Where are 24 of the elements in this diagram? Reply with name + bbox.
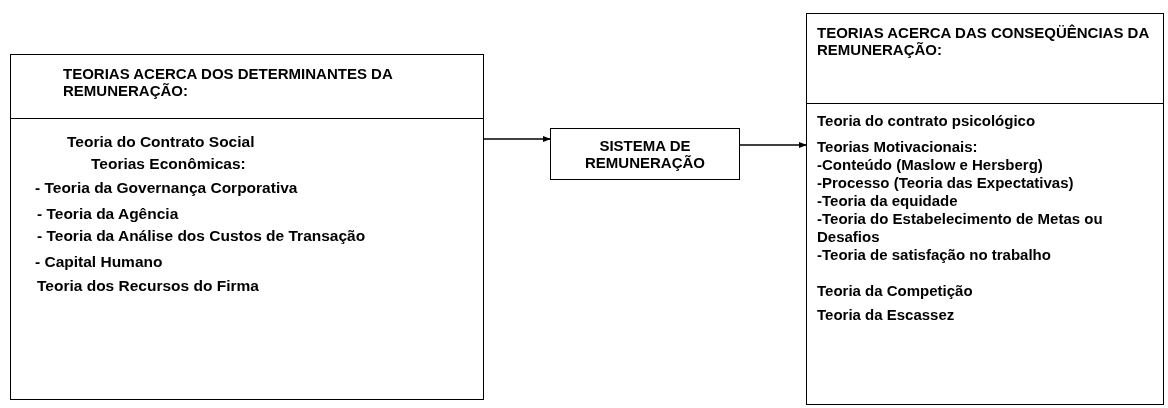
panel-heading: TEORIAS ACERCA DAS CONSEQÜÊNCIAS DA REMUNERAÇÃO:: [807, 14, 1163, 104]
theory-item: -Teoria de satisfação no trabalho: [817, 246, 1051, 264]
theory-item: Teoria do Contrato Social: [67, 133, 255, 151]
theory-item: -Teoria da equidade: [817, 192, 958, 210]
theory-panel: [806, 13, 1164, 405]
theory-item: - Capital Humano: [35, 253, 163, 271]
theory-item: -Conteúdo (Maslow e Hersberg): [817, 156, 1043, 174]
panel-heading: TEORIAS ACERCA DOS DETERMINANTES DA REMUNERAÇÃO:: [11, 55, 483, 119]
theory-item: - Teoria da Agência: [37, 205, 179, 223]
arrow: [483, 135, 551, 143]
theory-item: Teoria do contrato psicológico: [817, 112, 1036, 130]
theory-panel: [10, 54, 484, 400]
theory-item: - Teoria da Governança Corporativa: [35, 179, 298, 197]
theory-item: -Processo (Teoria das Expectativas): [817, 174, 1074, 192]
theory-item: -Teoria do Estabelecimento de Metas ou Desafios: [817, 210, 1104, 246]
arrow: [739, 141, 807, 149]
process-box: [550, 128, 740, 180]
theory-item: Teoria da Escassez: [817, 306, 955, 324]
theory-item: Teorias Motivacionais:: [817, 138, 978, 156]
box-title: SISTEMA DE REMUNERAÇÃO: [584, 137, 706, 171]
theory-item: Teoria da Competição: [817, 282, 973, 300]
theory-item: Teoria dos Recursos do Firma: [37, 277, 259, 295]
theory-item: Teorias Econômicas:: [91, 155, 246, 173]
theory-item: - Teoria da Análise dos Custos de Transação: [37, 227, 366, 245]
